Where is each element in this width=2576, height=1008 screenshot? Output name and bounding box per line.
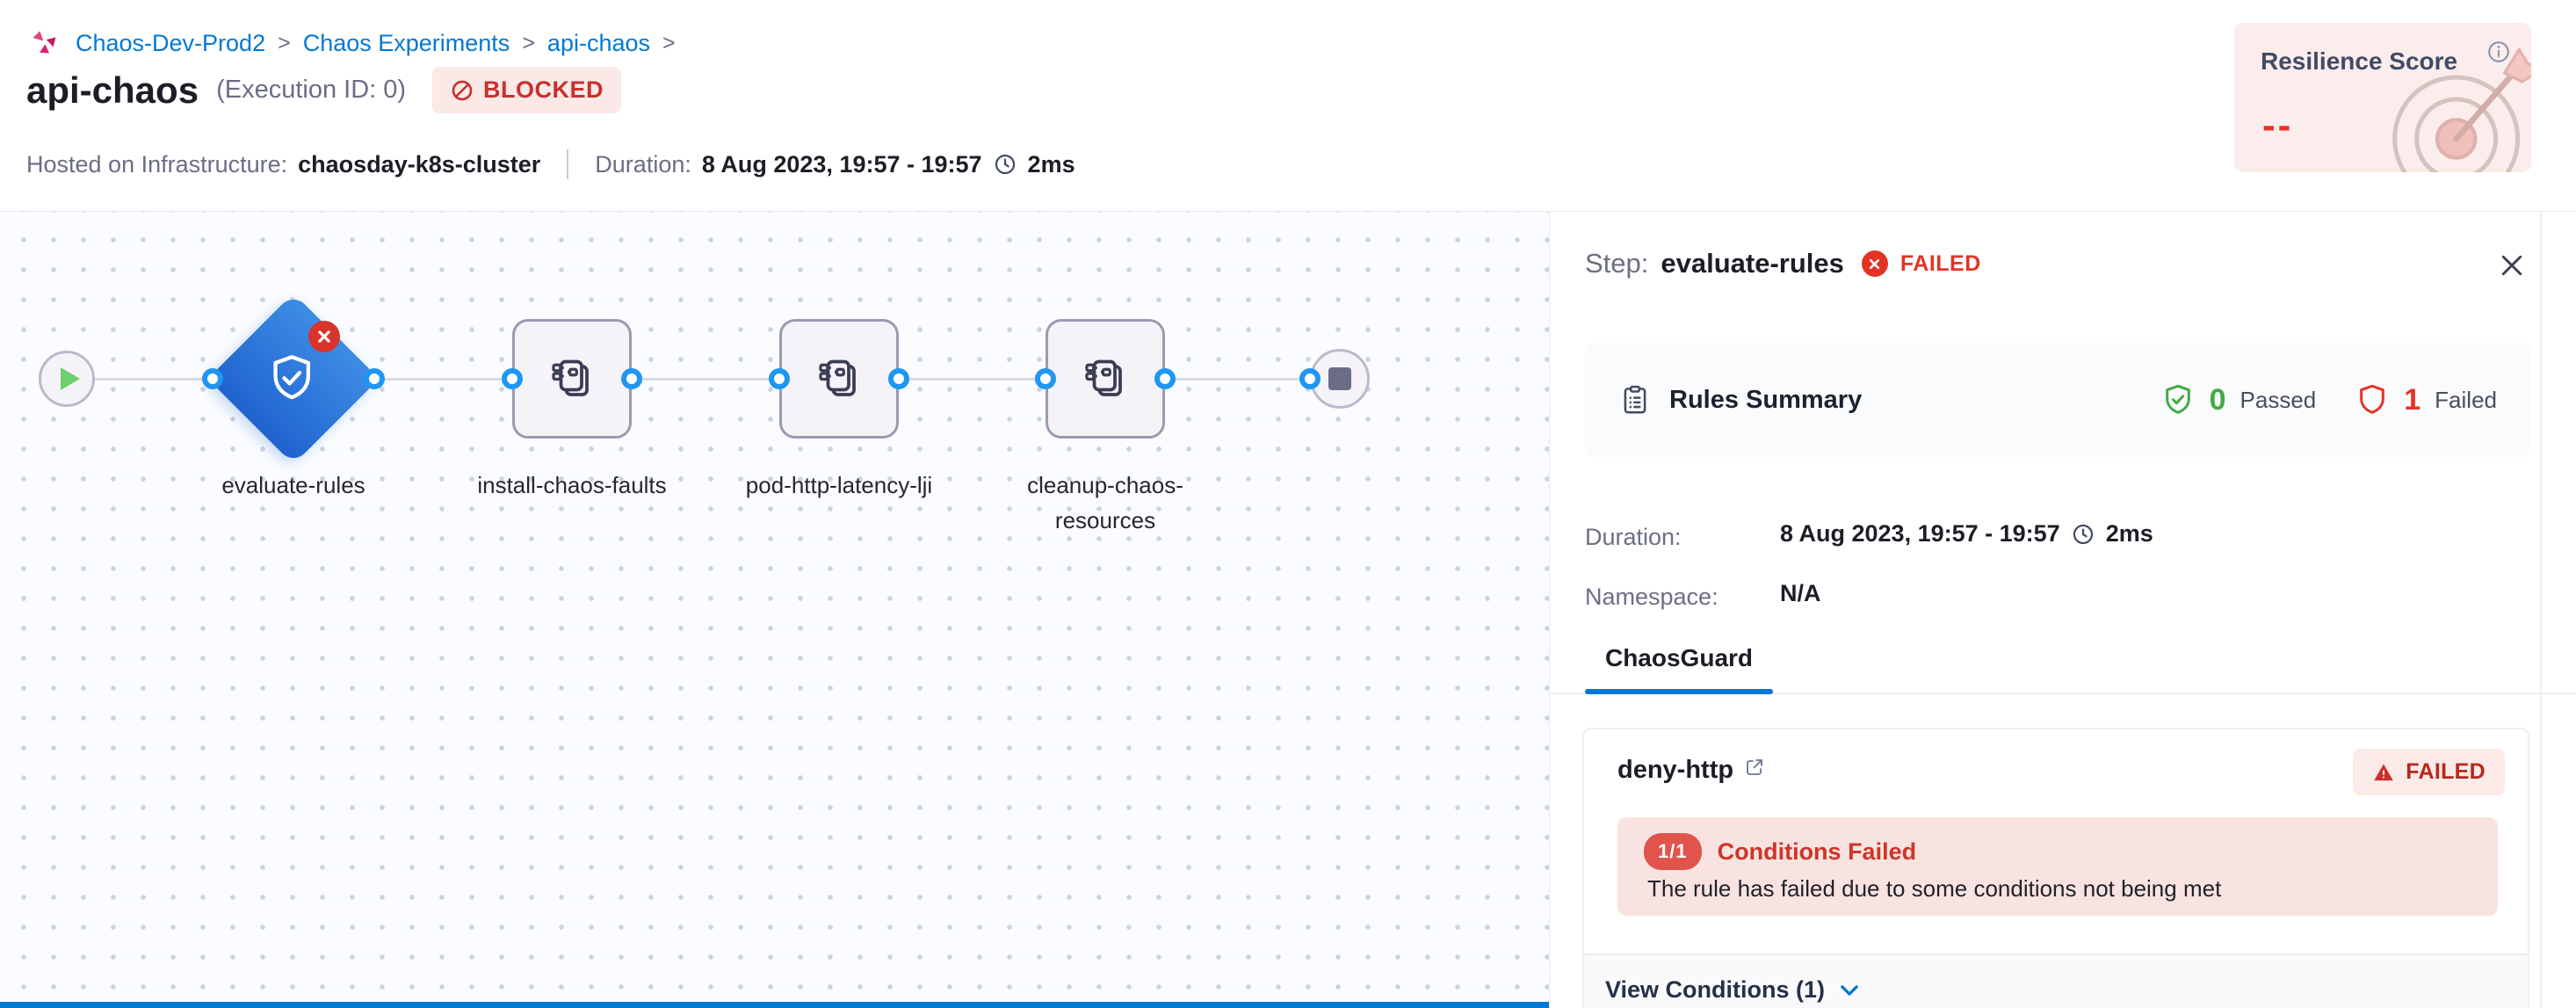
infra-label: Hosted on Infrastructure: xyxy=(26,150,288,178)
warning-triangle-icon xyxy=(2372,761,2395,784)
node-port xyxy=(202,368,223,389)
view-conditions-link[interactable]: View Conditions (1) xyxy=(1605,976,1862,1004)
target-dart-illustration xyxy=(2371,29,2531,172)
step-status-badge: FAILED xyxy=(1899,250,1981,276)
passed-count: 0 xyxy=(2209,382,2226,417)
rules-summary-card: Rules Summary 0 Passed 1 Failed xyxy=(1585,343,2530,457)
pipeline-node-cleanup-chaos-resources[interactable] xyxy=(1046,319,1165,439)
duration-label: Duration: xyxy=(595,150,691,178)
pipeline-canvas[interactable]: evaluate-rules install-chaos-faults pod-… xyxy=(0,211,1549,1008)
node-label: pod-http-latency-lji xyxy=(745,472,933,498)
play-icon xyxy=(60,367,80,390)
step-name: evaluate-rules xyxy=(1661,248,1844,279)
pipeline-node-evaluate-rules[interactable] xyxy=(207,293,380,465)
node-label: evaluate-rules xyxy=(221,472,365,498)
step-label: Step: xyxy=(1585,248,1649,279)
duration-elapsed: 2ms xyxy=(1027,150,1075,178)
duration-value: 8 Aug 2023, 19:57 - 19:57 xyxy=(701,150,982,178)
resilience-score-title: Resilience Score xyxy=(2261,47,2458,75)
breadcrumb-separator: > xyxy=(662,30,676,55)
node-port xyxy=(888,368,909,389)
step-details-panel: Step: evaluate-rules FAILED xyxy=(1549,211,2576,1008)
meta-row: Hosted on Infrastructure: chaosday-k8s-c… xyxy=(26,149,1075,179)
node-port xyxy=(769,368,790,389)
breadcrumb-experiments[interactable]: Chaos Experiments xyxy=(302,29,510,56)
execution-id: (Execution ID: 0) xyxy=(216,76,407,104)
conditions-failed-title: Conditions Failed xyxy=(1717,838,1917,865)
pipeline-node-install-chaos-faults[interactable] xyxy=(512,319,632,439)
shield-check-green-icon xyxy=(2160,382,2196,417)
conditions-failed-alert: 1/1 Conditions Failed The rule has faile… xyxy=(1617,817,2498,916)
panel-duration-value: 8 Aug 2023, 19:57 - 19:57 2ms xyxy=(1780,520,2153,547)
no-entry-icon xyxy=(450,78,474,103)
pipeline-node-pod-http-latency[interactable] xyxy=(779,319,899,439)
clock-icon xyxy=(2071,522,2095,547)
panel-namespace-label: Namespace: xyxy=(1585,584,1719,610)
stop-icon xyxy=(1328,367,1351,390)
page-header: Chaos-Dev-Prod2 > Chaos Experiments > ap… xyxy=(0,0,2576,212)
node-label: install-chaos-faults xyxy=(477,472,667,498)
panel-namespace-value: N/A xyxy=(1780,580,1821,606)
node-port xyxy=(502,368,523,389)
node-port xyxy=(1299,368,1321,389)
conditions-failed-message: The rule has failed due to some conditio… xyxy=(1647,875,2222,902)
node-port xyxy=(621,368,642,389)
breadcrumb-separator: > xyxy=(522,30,535,55)
info-icon[interactable] xyxy=(2486,39,2512,69)
canvas-bottom-bar xyxy=(0,1002,1549,1008)
breadcrumb-experiment-name[interactable]: api-chaos xyxy=(546,29,650,56)
rule-name: deny-http xyxy=(1617,756,1734,784)
circle-x-icon xyxy=(308,321,340,352)
rule-card-deny-http: deny-http FAILED xyxy=(1582,728,2529,1008)
pipeline-start-node[interactable] xyxy=(39,351,95,407)
rule-status-badge: FAILED xyxy=(2353,749,2505,795)
title-row: api-chaos (Execution ID: 0) BLOCKED xyxy=(26,67,622,113)
breadcrumb-separator: > xyxy=(278,30,291,55)
steps-template-icon xyxy=(1079,352,1132,405)
pipeline-connector-line xyxy=(95,378,1312,381)
failed-count: 1 xyxy=(2404,382,2421,417)
close-icon[interactable] xyxy=(2496,250,2528,281)
external-link-icon[interactable] xyxy=(1744,757,1765,778)
resilience-score-card: Resilience Score -- xyxy=(2234,23,2531,172)
breadcrumb: Chaos-Dev-Prod2 > Chaos Experiments > ap… xyxy=(26,25,676,62)
panel-step-header: Step: evaluate-rules FAILED xyxy=(1585,248,1981,279)
panel-duration-label: Duration: xyxy=(1585,524,1682,550)
rules-summary-title: Rules Summary xyxy=(1669,385,1863,414)
failed-label: Failed xyxy=(2435,386,2497,413)
resilience-score-value: -- xyxy=(2262,104,2294,147)
shield-check-icon xyxy=(264,350,320,410)
chevron-down-icon xyxy=(1837,978,1862,1003)
tab-chaosguard[interactable]: ChaosGuard xyxy=(1604,644,1754,671)
node-port xyxy=(1154,368,1176,389)
status-badge-blocked: BLOCKED xyxy=(432,67,622,113)
conditions-count-pill: 1/1 xyxy=(1644,833,1702,870)
node-port xyxy=(364,368,385,389)
page-title: api-chaos xyxy=(26,69,199,111)
shield-red-icon xyxy=(2355,382,2390,417)
panel-tabbar: ChaosGuard xyxy=(1550,624,2576,694)
circle-x-icon xyxy=(1861,250,1888,277)
breadcrumb-project[interactable]: Chaos-Dev-Prod2 xyxy=(76,29,266,56)
passed-label: Passed xyxy=(2240,386,2317,413)
node-port xyxy=(1035,368,1056,389)
node-label: cleanup-chaos-resources xyxy=(1027,472,1183,534)
chaos-pinwheel-logo xyxy=(26,25,63,62)
panel-scrollbar-track[interactable] xyxy=(2540,211,2542,1008)
rule-card-footer: View Conditions (1) xyxy=(1584,954,2528,1008)
clock-icon xyxy=(993,152,1017,177)
active-tab-underline xyxy=(1585,689,1773,694)
divider xyxy=(567,149,569,179)
clipboard-icon xyxy=(1618,383,1652,417)
steps-template-icon xyxy=(546,352,598,405)
steps-template-icon xyxy=(813,352,865,405)
infra-value: chaosday-k8s-cluster xyxy=(298,150,541,178)
